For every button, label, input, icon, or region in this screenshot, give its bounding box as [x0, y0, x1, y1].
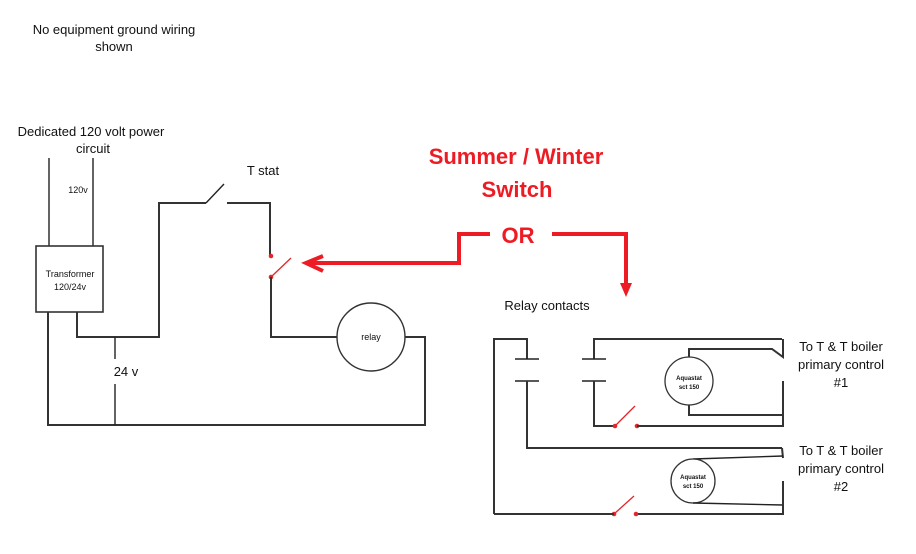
aquastat-2-line2: sct 150	[683, 484, 704, 490]
tstat-output-wire	[227, 202, 271, 256]
arrowhead-left-icon	[301, 254, 324, 273]
secondary-common-wire	[47, 312, 426, 426]
thermostat-switch: T stat	[205, 163, 280, 256]
switch-terminal	[633, 511, 639, 517]
contacts-common-wire	[493, 338, 528, 514]
arrow-line	[306, 232, 490, 265]
aquastat-1-lower-wire	[688, 405, 783, 416]
contact1-output-wire	[526, 381, 782, 449]
aquastat-2-circle	[670, 458, 716, 504]
boiler2-return-wire	[636, 481, 784, 515]
transformer-box	[35, 245, 104, 313]
relay-coil: relay	[336, 302, 406, 372]
boiler1-label-line3: #1	[834, 375, 848, 390]
relay-label: relay	[361, 332, 381, 342]
aquastat-2-lower-wire	[692, 502, 784, 506]
power-circuit-line2: circuit	[76, 141, 110, 156]
supply-voltage-label: 120v	[68, 185, 88, 195]
aquastat-2-line1: Aquastat	[680, 475, 706, 481]
callout-title-line2: Switch	[482, 177, 553, 202]
summer-winter-switch-3	[611, 495, 639, 517]
switch-blade	[270, 257, 292, 278]
boiler1-terminal-wire	[688, 339, 784, 359]
aquastat-2-upper-wire	[692, 455, 784, 460]
aquastat-2: Aquastat sct 150	[670, 458, 716, 504]
boiler2-label-line2: primary control	[798, 461, 884, 476]
transformer: Transformer 120/24v	[35, 245, 104, 313]
ground-note-line2: shown	[95, 39, 133, 54]
arrow-line	[552, 232, 628, 292]
relay-contacts-label: Relay contacts	[504, 298, 590, 313]
relay-feed-wire	[270, 277, 337, 338]
arrowhead-down-icon	[620, 283, 632, 297]
aquastat-1: Aquastat sct 150	[664, 356, 714, 406]
summer-winter-switch-1	[268, 253, 292, 280]
boiler1-return-wire	[637, 381, 784, 427]
summer-winter-switch-2	[612, 405, 640, 429]
aquastat-1-line2: sct 150	[679, 385, 700, 391]
switch-blade	[614, 405, 636, 427]
contact2-output-wire	[593, 381, 615, 427]
callout-arrow-left	[301, 232, 490, 273]
callout-arrow-down	[552, 232, 632, 297]
ground-note-line1: No equipment ground wiring	[33, 22, 196, 37]
tstat-label: T stat	[247, 163, 280, 178]
switch-terminal	[268, 253, 274, 259]
transformer-label-line2: 120/24v	[54, 282, 87, 292]
relay-circle	[336, 302, 406, 372]
boiler1-label-line2: primary control	[798, 357, 884, 372]
secondary-hot-wire	[76, 202, 206, 338]
power-circuit-line1: Dedicated 120 volt power	[18, 124, 165, 139]
contact2-input-wire	[593, 338, 782, 359]
low-voltage-label: 24 v	[114, 364, 139, 379]
boiler2-label-line3: #2	[834, 479, 848, 494]
boiler2-label-line1: To T & T boiler	[799, 443, 883, 458]
boiler1-label-line1: To T & T boiler	[799, 339, 883, 354]
callout-or-label: OR	[502, 223, 535, 248]
transformer-label-line1: Transformer	[46, 269, 95, 279]
callout-title-line1: Summer / Winter	[429, 144, 604, 169]
tstat-switch-blade	[205, 183, 225, 204]
switch-blade	[613, 495, 635, 515]
aquastat-1-line1: Aquastat	[676, 376, 702, 382]
